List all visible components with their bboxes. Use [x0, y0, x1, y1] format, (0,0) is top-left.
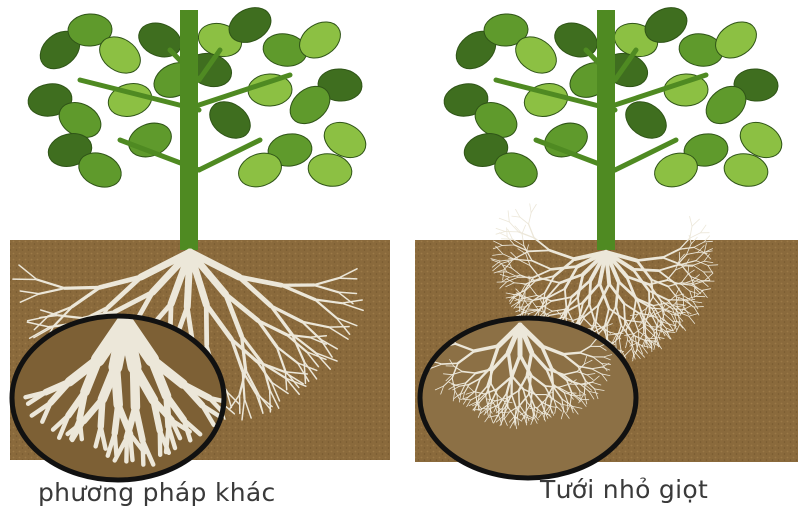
root-right: [530, 204, 531, 213]
stem-right: [597, 10, 615, 250]
zoom-root-right: [482, 408, 490, 409]
right-panel: [415, 1, 798, 478]
foliage-left: [26, 1, 372, 194]
root-right: [509, 222, 518, 232]
root-right: [529, 213, 532, 225]
root-right: [692, 219, 699, 226]
caption-drip-irrigation: Tưới nhỏ giọt: [540, 475, 708, 504]
root-right: [516, 209, 520, 217]
zoom-root-right: [551, 398, 552, 408]
root-right: [690, 226, 692, 238]
zoom-root-left: [130, 434, 132, 460]
root-right: [675, 304, 683, 305]
root-left: [329, 327, 349, 328]
zoom-root-right: [526, 402, 527, 413]
root-right: [512, 216, 520, 217]
root-right: [508, 211, 509, 222]
zoom-root-right: [491, 367, 492, 383]
root-right: [589, 280, 590, 304]
root-left: [338, 278, 356, 279]
root-left: [65, 287, 100, 288]
zoom-root-left: [115, 405, 119, 433]
root-right: [633, 269, 659, 270]
root-right: [507, 228, 508, 237]
zoom-root-left: [135, 367, 136, 407]
root-right: [522, 225, 526, 234]
zoom-root-right: [567, 402, 568, 410]
root-right: [649, 291, 650, 311]
stem-left: [180, 10, 198, 250]
zoom-root-right: [563, 353, 580, 354]
left-panel: [10, 1, 390, 480]
leaf-left: [105, 79, 156, 121]
root-right: [531, 204, 536, 212]
root-right: [673, 309, 684, 310]
root-right: [701, 225, 706, 233]
root-right: [528, 309, 538, 310]
root-right: [496, 228, 505, 231]
root-right: [499, 218, 509, 222]
root-right: [520, 217, 529, 224]
leaf-right: [521, 79, 572, 121]
root-right: [690, 233, 701, 238]
root-right: [690, 216, 692, 226]
zoom-root-right: [507, 393, 508, 407]
caption-other-method: phương pháp khác: [38, 478, 276, 507]
zoom-root-right: [442, 363, 458, 364]
root-right: [528, 250, 549, 251]
